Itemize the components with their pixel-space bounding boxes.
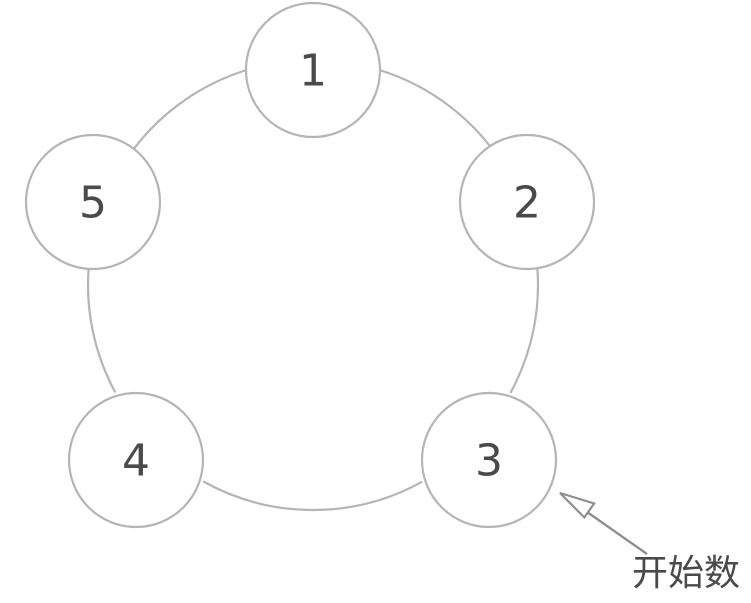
- node-circle-2[interactable]: [458, 133, 596, 271]
- node-label-3: 3: [475, 436, 503, 487]
- node-label-2: 2: [513, 178, 541, 229]
- start-pointer-arrow: [559, 491, 648, 555]
- node-5[interactable]: 5: [24, 133, 162, 271]
- node-label-5: 5: [79, 178, 107, 229]
- node-label-4: 4: [122, 436, 150, 487]
- node-4[interactable]: 4: [67, 391, 205, 529]
- ring-arc-3-to-4: [203, 480, 423, 512]
- node-circle-1[interactable]: [244, 1, 382, 139]
- node-group: 1 2 3 4 5: [24, 1, 596, 529]
- annotation-label: 开始数: [632, 553, 740, 594]
- arrow-tail: [587, 511, 648, 555]
- node-3[interactable]: 3: [420, 391, 558, 529]
- node-2[interactable]: 2: [458, 133, 596, 271]
- node-circle-3[interactable]: [420, 391, 558, 529]
- arrow-head: [559, 491, 596, 520]
- node-circle-4[interactable]: [67, 391, 205, 529]
- node-1[interactable]: 1: [244, 1, 382, 139]
- ring-arc-5-to-1: [132, 68, 251, 151]
- ring-arc-4-to-5: [86, 267, 116, 393]
- node-label-1: 1: [299, 46, 327, 97]
- node-circle-5[interactable]: [24, 133, 162, 271]
- ring-arc-2-to-3: [509, 264, 540, 394]
- ring-arc-1-to-2: [375, 68, 493, 149]
- ring-arc-group: [86, 68, 540, 512]
